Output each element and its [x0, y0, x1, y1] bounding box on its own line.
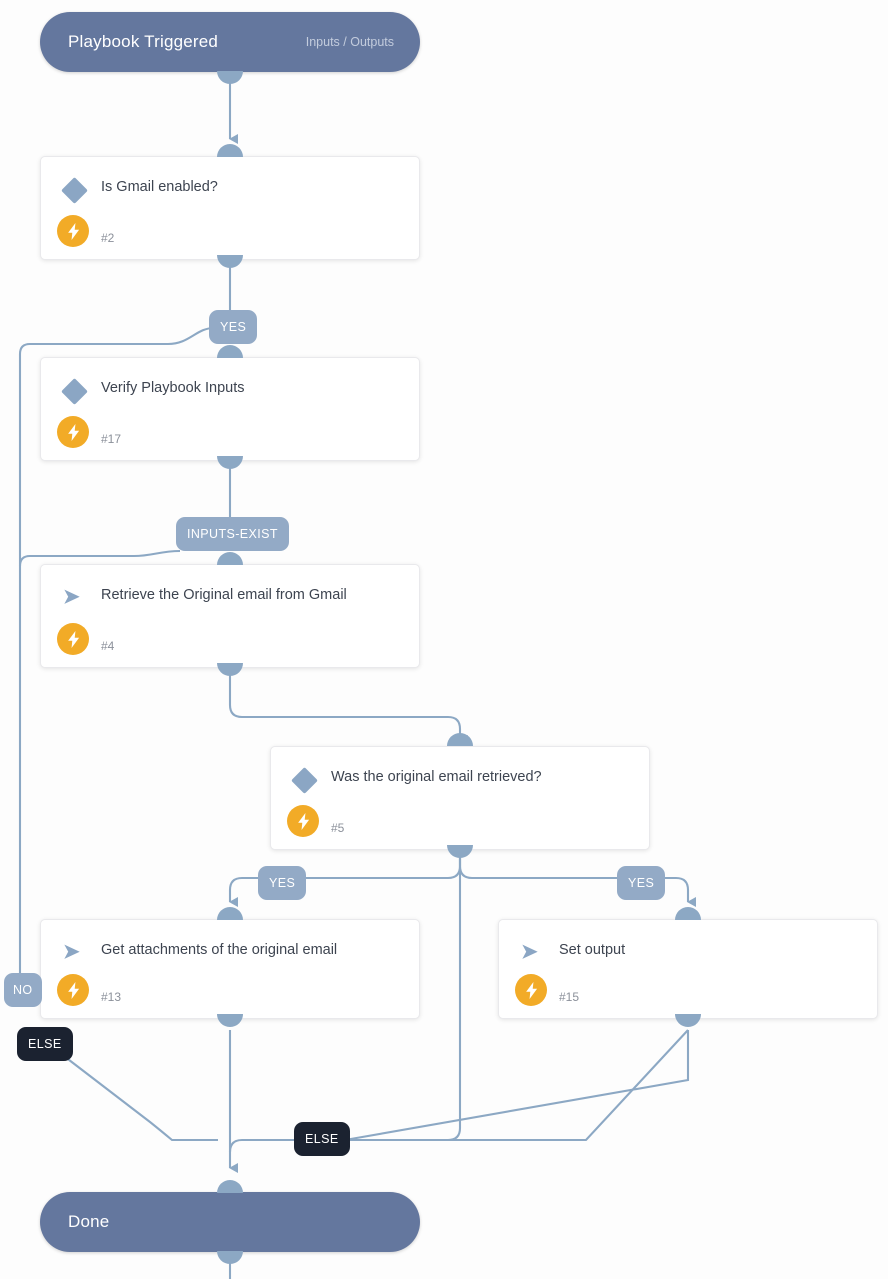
port-in-n15[interactable] — [675, 907, 701, 920]
node-title: Set output — [559, 942, 626, 958]
edge-label-yes-3[interactable]: YES — [617, 866, 666, 900]
edge-n17-else-rail — [18, 549, 181, 567]
lightning-badge — [57, 623, 89, 655]
port-out-n15[interactable] — [675, 1014, 701, 1027]
chevron-right-icon: ➤ — [63, 941, 80, 963]
port-out-n17[interactable] — [217, 456, 243, 469]
lightning-badge — [287, 805, 319, 837]
start-title: Playbook Triggered — [68, 32, 219, 51]
end-title: Done — [68, 1212, 110, 1231]
port-in-n2[interactable] — [217, 144, 243, 157]
start-subtitle: Inputs / Outputs — [305, 35, 394, 49]
node-set-output[interactable]: ➤ Set output #15 — [498, 919, 878, 1019]
port-out-n13[interactable] — [217, 1014, 243, 1027]
node-number: #15 — [559, 990, 580, 1004]
node-was-original-email-retrieved[interactable]: Was the original email retrieved? #5 — [270, 746, 650, 850]
chevron-right-icon: ➤ — [521, 941, 538, 963]
edge-label-yes-2[interactable]: YES — [258, 866, 307, 900]
node-number: #5 — [331, 821, 345, 835]
diamond-icon — [291, 767, 318, 794]
port-in-n13[interactable] — [217, 907, 243, 920]
edge-label-no[interactable]: NO — [4, 973, 42, 1007]
node-number: #2 — [101, 231, 115, 245]
edge-label-yes-1[interactable]: YES — [209, 310, 258, 344]
node-verify-playbook-inputs[interactable]: Verify Playbook Inputs #17 — [40, 357, 420, 461]
lightning-badge — [57, 416, 89, 448]
port-in-n17[interactable] — [217, 345, 243, 358]
diamond-icon — [61, 177, 88, 204]
port-out-n4[interactable] — [217, 663, 243, 676]
edge-n4-to-n5 — [228, 672, 468, 745]
node-title: Is Gmail enabled? — [101, 179, 218, 195]
edge-n15-to-done-a — [330, 1030, 690, 1142]
node-title: Was the original email retrieved? — [331, 769, 542, 785]
node-is-gmail-enabled[interactable]: Is Gmail enabled? #2 — [40, 156, 420, 260]
node-title: Get attachments of the original email — [101, 942, 338, 958]
node-title: Verify Playbook Inputs — [101, 380, 245, 396]
node-playbook-triggered[interactable]: Playbook Triggered Inputs / Outputs — [40, 12, 420, 72]
node-number: #13 — [101, 990, 122, 1004]
lightning-badge — [515, 974, 547, 1006]
edge-else-diagonal-left — [29, 1029, 218, 1142]
edge-label-else-1[interactable]: ELSE — [17, 1027, 73, 1061]
port-out-n5[interactable] — [447, 845, 473, 858]
edge-n15-to-done — [345, 1029, 689, 1142]
lightning-badge — [57, 974, 89, 1006]
node-get-attachments[interactable]: ➤ Get attachments of the original email … — [40, 919, 420, 1019]
chevron-right-icon: ➤ — [63, 586, 80, 608]
port-out-n2[interactable] — [217, 255, 243, 268]
port-in-n4[interactable] — [217, 552, 243, 565]
diamond-icon — [61, 378, 88, 405]
port-out-start[interactable] — [217, 71, 243, 84]
port-in-done[interactable] — [217, 1180, 243, 1193]
node-title: Retrieve the Original email from Gmail — [101, 587, 347, 603]
edge-n2-else-rail — [18, 326, 215, 984]
node-number: #4 — [101, 639, 115, 653]
node-done[interactable]: Done — [40, 1192, 420, 1252]
port-out-done[interactable] — [217, 1251, 243, 1264]
node-retrieve-original-email[interactable]: ➤ Retrieve the Original email from Gmail… — [40, 564, 420, 668]
node-number: #17 — [101, 432, 122, 446]
edge-label-inputs-exist[interactable]: INPUTS-EXIST — [176, 517, 289, 551]
edge-label-else-2[interactable]: ELSE — [294, 1122, 350, 1156]
lightning-badge — [57, 215, 89, 247]
